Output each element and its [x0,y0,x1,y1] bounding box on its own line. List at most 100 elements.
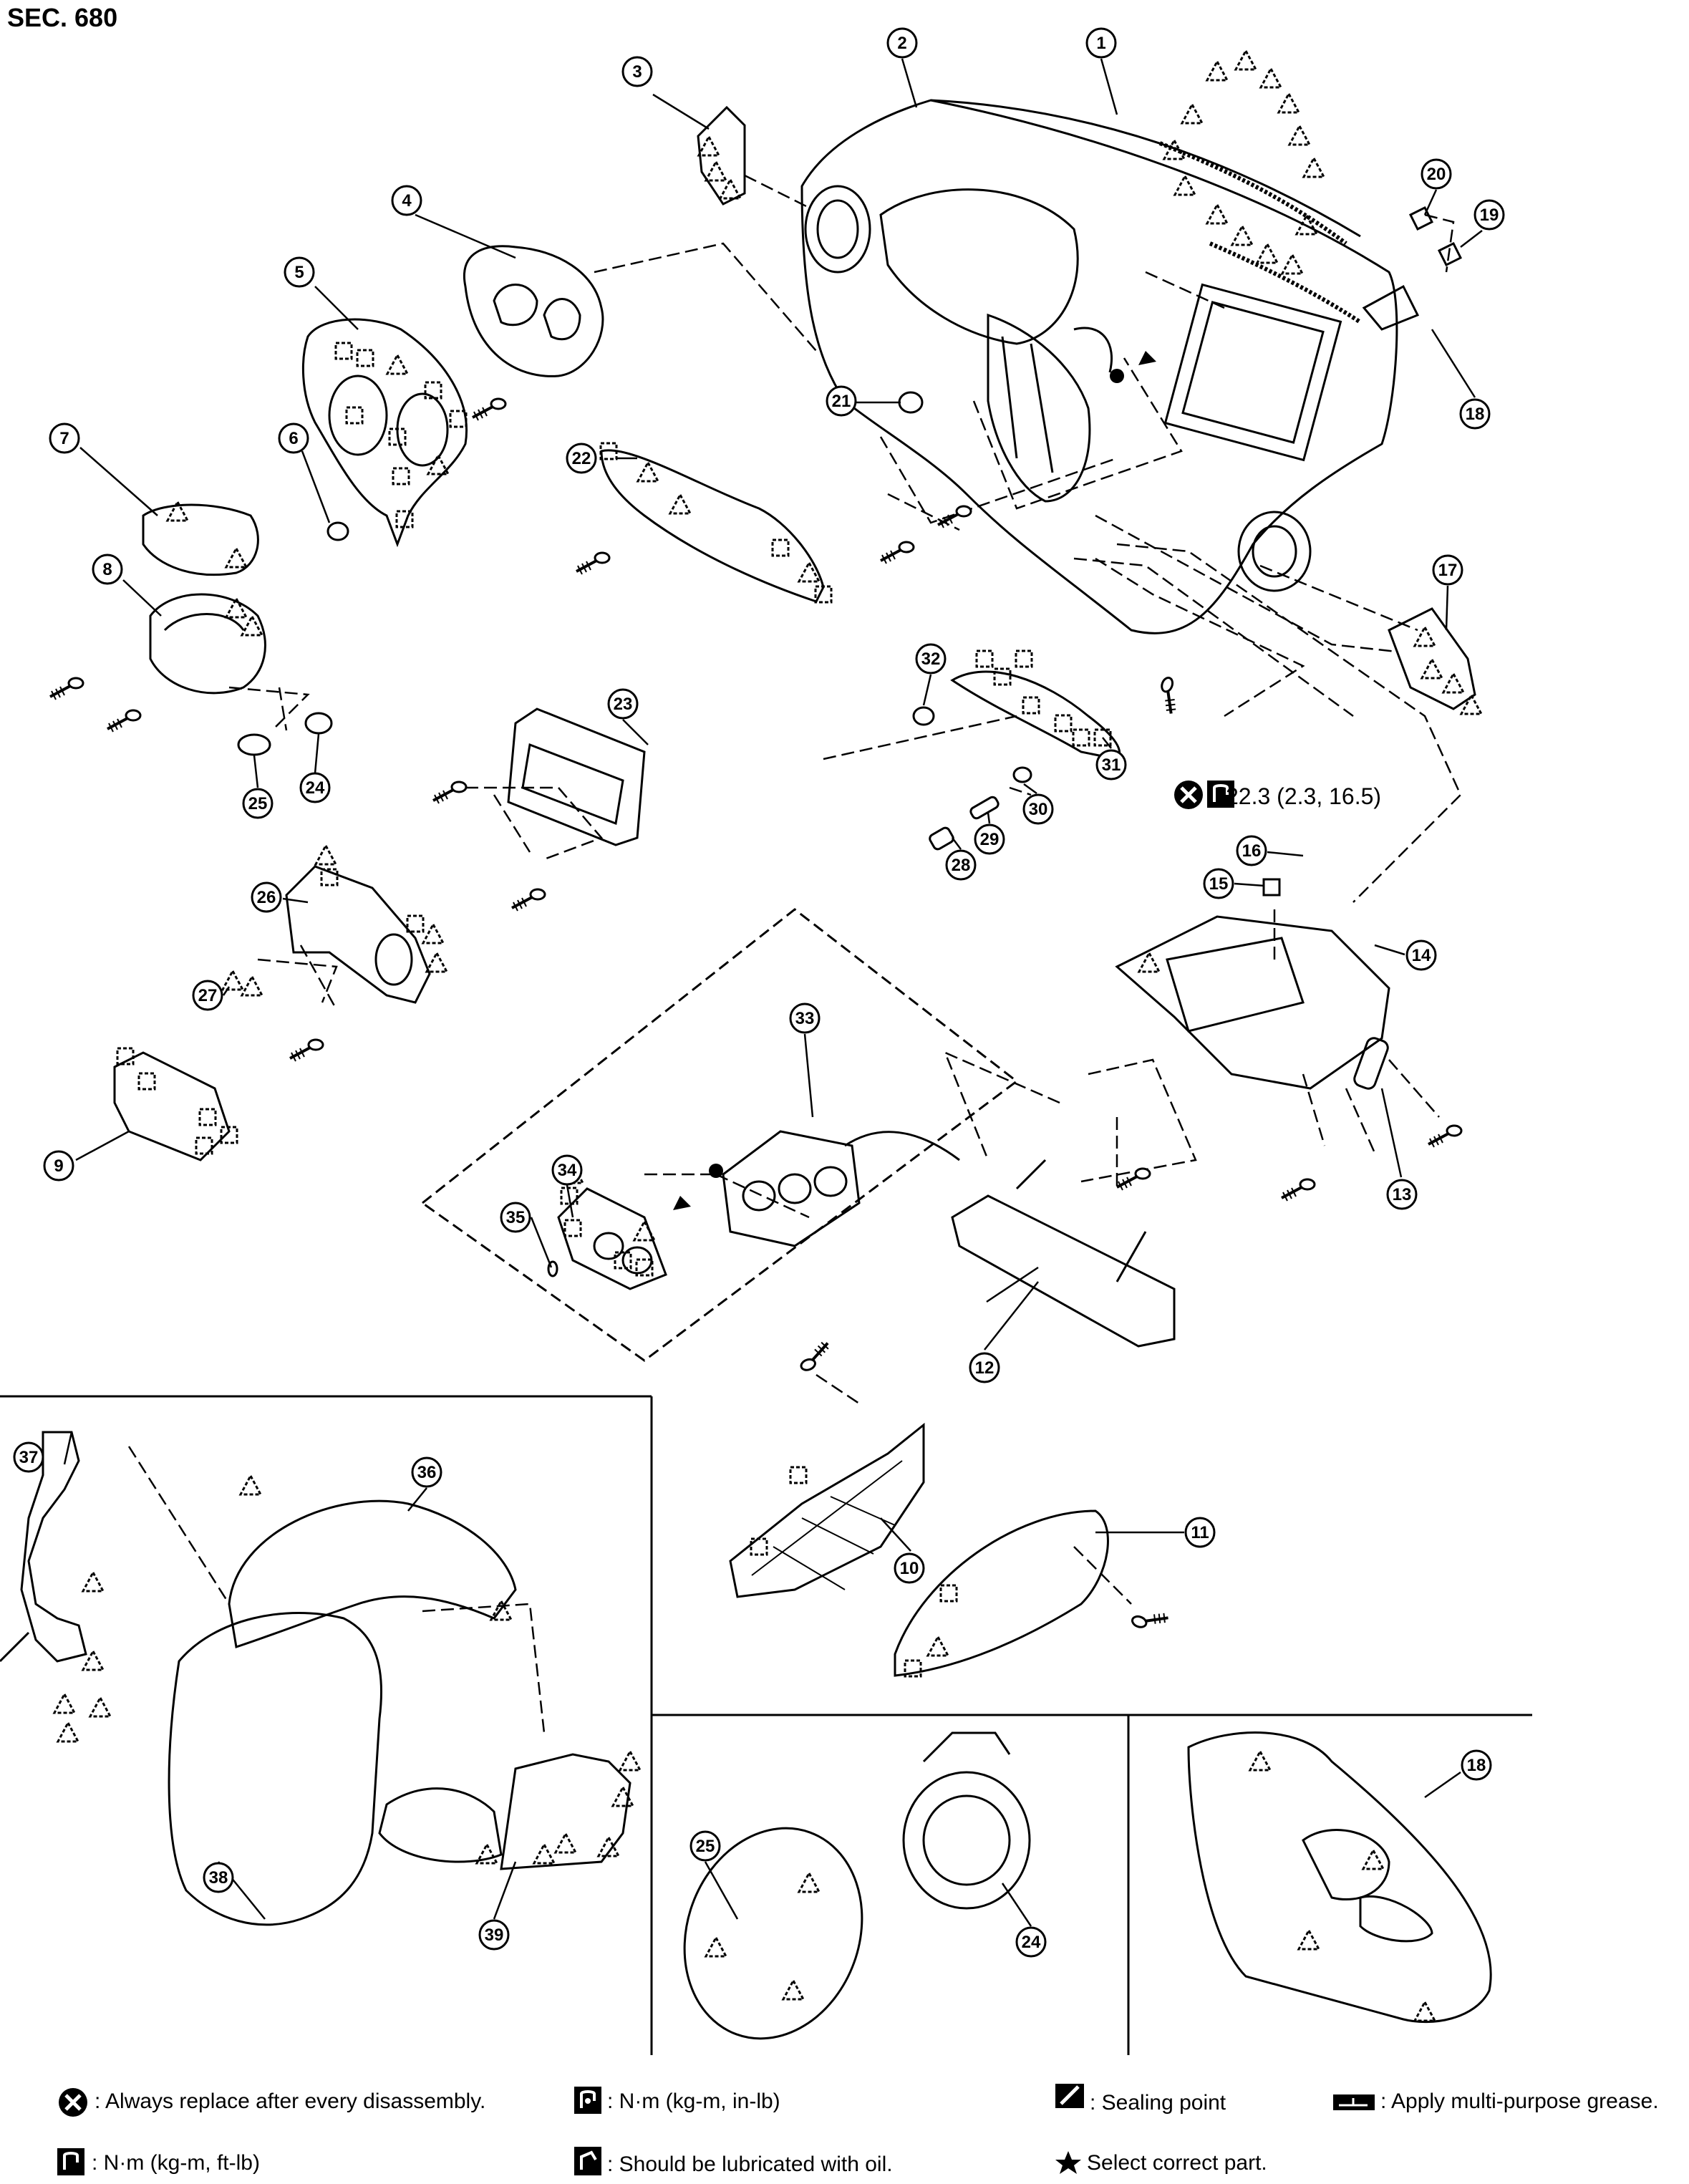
legend-torque-inlb-icon [574,2087,601,2114]
svg-text:32: 32 [921,649,941,669]
legend-sealing-icon [1055,2084,1084,2108]
torque-spec: 22.3 (2.3, 16.5) [1226,783,1382,809]
section-label: SEC. 680 [7,3,118,32]
callout-17: 17 [1432,554,1463,586]
callout-11: 11 [1184,1517,1216,1548]
callout-3: 3 [621,56,653,87]
callout-detail-25: 25 [689,1830,721,1862]
svg-text:3: 3 [632,62,642,82]
svg-text:16: 16 [1242,841,1262,861]
callout-29: 29 [974,823,1005,855]
legend-grease-icon [1333,2094,1375,2110]
torque-ftlb-icon-main [1207,781,1234,808]
svg-text:38: 38 [209,1868,228,1888]
callout-13: 13 [1386,1179,1418,1210]
svg-text:30: 30 [1029,800,1048,819]
callout-33: 33 [789,1002,821,1034]
svg-text:39: 39 [485,1926,504,1945]
svg-text:24: 24 [1022,1933,1041,1952]
callout-12: 12 [969,1352,1000,1383]
svg-text:15: 15 [1209,874,1229,894]
svg-text:23: 23 [614,695,633,714]
callout-32: 32 [915,643,947,675]
frame-lines [0,1395,1532,2055]
callout-5: 5 [284,256,315,288]
svg-text:24: 24 [306,778,325,798]
callout-39: 39 [478,1919,510,1951]
callout-16: 16 [1236,835,1267,866]
legend-oil-icon [574,2147,601,2175]
svg-text:21: 21 [832,392,851,411]
legend-nm-inlb-text: : N·m (kg-m, in-lb) [607,2089,780,2113]
svg-text:18: 18 [1467,1756,1486,1775]
legend-star-icon [1055,2151,1081,2174]
svg-text:26: 26 [257,888,276,907]
svg-text:8: 8 [102,560,112,579]
legend-sealing-text: : Sealing point [1090,2091,1226,2115]
callout-36: 36 [411,1456,442,1488]
svg-text:35: 35 [506,1208,526,1227]
instrument-panel [800,99,1398,634]
callout-28: 28 [945,849,977,881]
clip-triangle-markers [53,49,1483,2022]
callout-25: 25 [242,788,274,819]
callout-19: 19 [1473,199,1505,231]
legend-replace-icon [59,2088,87,2117]
svg-text:6: 6 [289,429,298,448]
svg-text:34: 34 [558,1161,577,1180]
svg-text:18: 18 [1466,405,1485,424]
legend-nm-ftlb-text: : N·m (kg-m, ft-lb) [92,2151,260,2175]
callout-7: 7 [49,422,80,454]
svg-text:19: 19 [1480,206,1499,225]
svg-text:20: 20 [1427,165,1446,184]
svg-text:5: 5 [294,263,304,282]
callout-26: 26 [251,881,282,913]
svg-text:12: 12 [975,1358,994,1378]
replace-icon-main [1174,781,1203,809]
svg-text:13: 13 [1393,1185,1412,1204]
svg-text:4: 4 [402,191,412,211]
callout-23: 23 [607,688,639,720]
alignment-dot [1110,369,1124,383]
svg-text:25: 25 [248,794,268,813]
callout-4: 4 [391,185,422,216]
callout-1: 1 [1085,27,1117,59]
callout-20: 20 [1421,158,1452,190]
legend-grease-text: : Apply multi-purpose grease. [1380,2089,1659,2113]
callout-30: 30 [1022,793,1054,825]
callout-37: 37 [13,1441,44,1473]
callout-27: 27 [192,980,223,1011]
svg-text:1: 1 [1096,34,1105,53]
legend-torque-ftlb-icon [57,2148,84,2175]
svg-text:29: 29 [980,830,1000,849]
callout-6: 6 [278,422,309,454]
svg-text:28: 28 [952,856,971,875]
callout-22: 22 [566,443,597,474]
callout-detail-24: 24 [1015,1926,1047,1958]
screws [49,397,1463,1637]
callout-leaders [63,58,1483,1927]
callout-38: 38 [203,1862,234,1893]
svg-text:37: 37 [19,1448,39,1467]
svg-text:17: 17 [1438,561,1458,580]
svg-text:22: 22 [572,449,591,468]
callout-24: 24 [299,772,331,803]
column-cover-detail [0,1431,631,1926]
callout-31: 31 [1095,749,1127,781]
svg-text:14: 14 [1412,946,1431,965]
svg-text:11: 11 [1191,1523,1209,1542]
callout-detail-18: 18 [1461,1749,1492,1781]
svg-text:27: 27 [198,986,218,1005]
callout-21: 21 [826,385,857,417]
callout-14: 14 [1405,939,1437,971]
svg-text:33: 33 [795,1009,815,1028]
legend-select-text: Select correct part. [1087,2151,1267,2175]
svg-text:2: 2 [897,34,906,53]
alignment-arrow-heater [673,1196,691,1210]
callout-9: 9 [43,1150,74,1182]
callout-35: 35 [500,1202,531,1233]
legend-oil-text: : Should be lubricated with oil. [607,2152,893,2176]
alignment-arrow [1138,351,1156,365]
callout-15: 15 [1203,868,1234,899]
